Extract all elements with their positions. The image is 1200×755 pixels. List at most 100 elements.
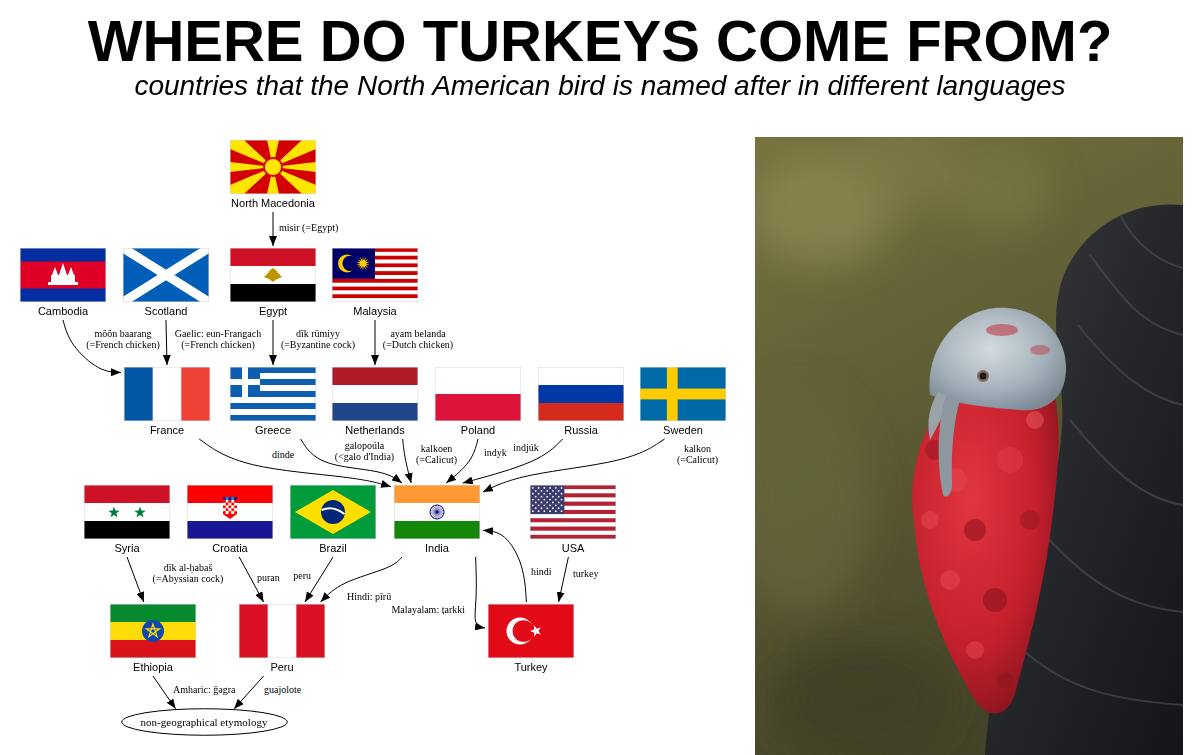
flag-part — [640, 367, 726, 421]
edge-label: mŏŏn baarang (=French chicken) — [85, 328, 161, 350]
flag-part — [230, 379, 260, 385]
flag-part — [142, 620, 164, 642]
flag-part — [187, 521, 273, 539]
connector — [321, 557, 402, 602]
flag-part — [231, 506, 234, 509]
flag-part — [640, 389, 726, 400]
country-node: Turkey — [485, 602, 577, 676]
edge-label-box: galopoúla (<galo d'India) — [332, 440, 397, 462]
connector — [463, 439, 563, 483]
flag-part — [530, 514, 616, 518]
flag-part — [290, 485, 376, 539]
edge-label-box: Amharic: ǧǝgra — [172, 684, 236, 695]
country-node: Greece — [227, 365, 319, 439]
head-patch — [986, 324, 1018, 336]
flag-part — [435, 367, 521, 421]
flag-part — [558, 507, 560, 509]
flag-icon — [230, 140, 316, 194]
edge-label: Malayalam: ṭarkki — [390, 604, 466, 615]
flag-part — [507, 618, 534, 645]
flag-part — [231, 497, 234, 500]
flag-part — [223, 508, 226, 511]
ellipse-shape — [121, 709, 287, 736]
flag-part — [552, 496, 554, 498]
flag-part — [535, 502, 537, 504]
country-node: North Macedonia — [227, 138, 319, 212]
flag-part — [223, 500, 226, 503]
country-name: Poland — [461, 424, 495, 437]
connector-group — [63, 212, 665, 709]
country-name: Scotland — [145, 305, 188, 318]
flag-part — [187, 485, 273, 539]
country-node: Malaysia — [329, 246, 421, 320]
flag-part — [264, 272, 269, 279]
flag-part — [108, 507, 119, 518]
flag-part — [435, 394, 521, 421]
flag-part — [267, 161, 280, 174]
flag-part — [436, 511, 439, 514]
country-name: Turkey — [514, 661, 547, 674]
flag-part — [229, 508, 232, 511]
flag-part — [538, 403, 624, 421]
flag-part — [230, 415, 316, 421]
feather-line — [1120, 215, 1183, 268]
flag-part — [68, 267, 74, 275]
flag-part — [20, 248, 106, 302]
flag-part — [541, 496, 543, 498]
edge-label: peru — [292, 570, 312, 581]
flag-part — [230, 397, 316, 403]
flag-part — [226, 503, 229, 506]
country-node: Egypt — [227, 246, 319, 320]
flag-part — [230, 248, 316, 266]
flag-part — [546, 496, 548, 498]
connector — [483, 439, 665, 492]
flag-part — [223, 514, 237, 519]
country-name: North Macedonia — [231, 197, 315, 210]
flag-part — [543, 499, 545, 501]
wattle-bump — [997, 447, 1023, 473]
country-name: Russia — [564, 424, 598, 437]
flag-part — [532, 493, 534, 495]
wattle-bump — [964, 519, 986, 541]
edge-label-box: mŏŏn baarang (=French chicken) — [84, 328, 163, 350]
eye-ring — [977, 370, 989, 382]
flag-icon — [20, 248, 106, 302]
flag-icon — [530, 485, 616, 539]
flag-part — [561, 487, 563, 489]
flag-part — [538, 367, 624, 385]
flag-part — [134, 507, 145, 518]
flag-part — [226, 497, 229, 500]
connector — [483, 530, 526, 602]
country-name: Sweden — [663, 424, 703, 437]
country-name: Cambodia — [38, 305, 88, 318]
caption: countries that the North American bird i… — [0, 70, 1200, 102]
flag-part — [226, 511, 229, 514]
edge-label: galopoúla (<galo d'India) — [334, 440, 395, 462]
flag-part — [535, 490, 537, 492]
flag-icon — [538, 367, 624, 421]
etymology-ellipse: non-geographical etymology — [121, 708, 288, 736]
flag-part — [110, 604, 196, 622]
flag-part — [59, 263, 67, 275]
flag-part — [549, 504, 551, 506]
flag-part — [51, 275, 75, 282]
edge-label: turkey — [572, 568, 600, 579]
title: WHERE DO TURKEYS COME FROM? — [0, 10, 1200, 72]
country-node: Ethiopia — [107, 602, 199, 676]
edge-label-box: puran — [256, 572, 281, 583]
edge-label-box: misir (=Egypt) — [278, 222, 339, 233]
flag-part — [230, 409, 316, 415]
flag-part — [546, 490, 548, 492]
wattle-bump — [997, 672, 1013, 688]
flag-icon — [332, 248, 418, 302]
turkey-head — [929, 308, 1066, 410]
flag-part — [321, 500, 345, 524]
edge-label: ayam belanda (=Dutch chicken) — [382, 328, 454, 350]
flag-part — [541, 490, 543, 492]
flag-part — [332, 283, 418, 287]
country-name: Netherlands — [345, 424, 404, 437]
flag-part — [230, 266, 316, 284]
flag-part — [153, 367, 182, 421]
flag-part — [552, 507, 554, 509]
wattle-bump — [940, 570, 960, 590]
